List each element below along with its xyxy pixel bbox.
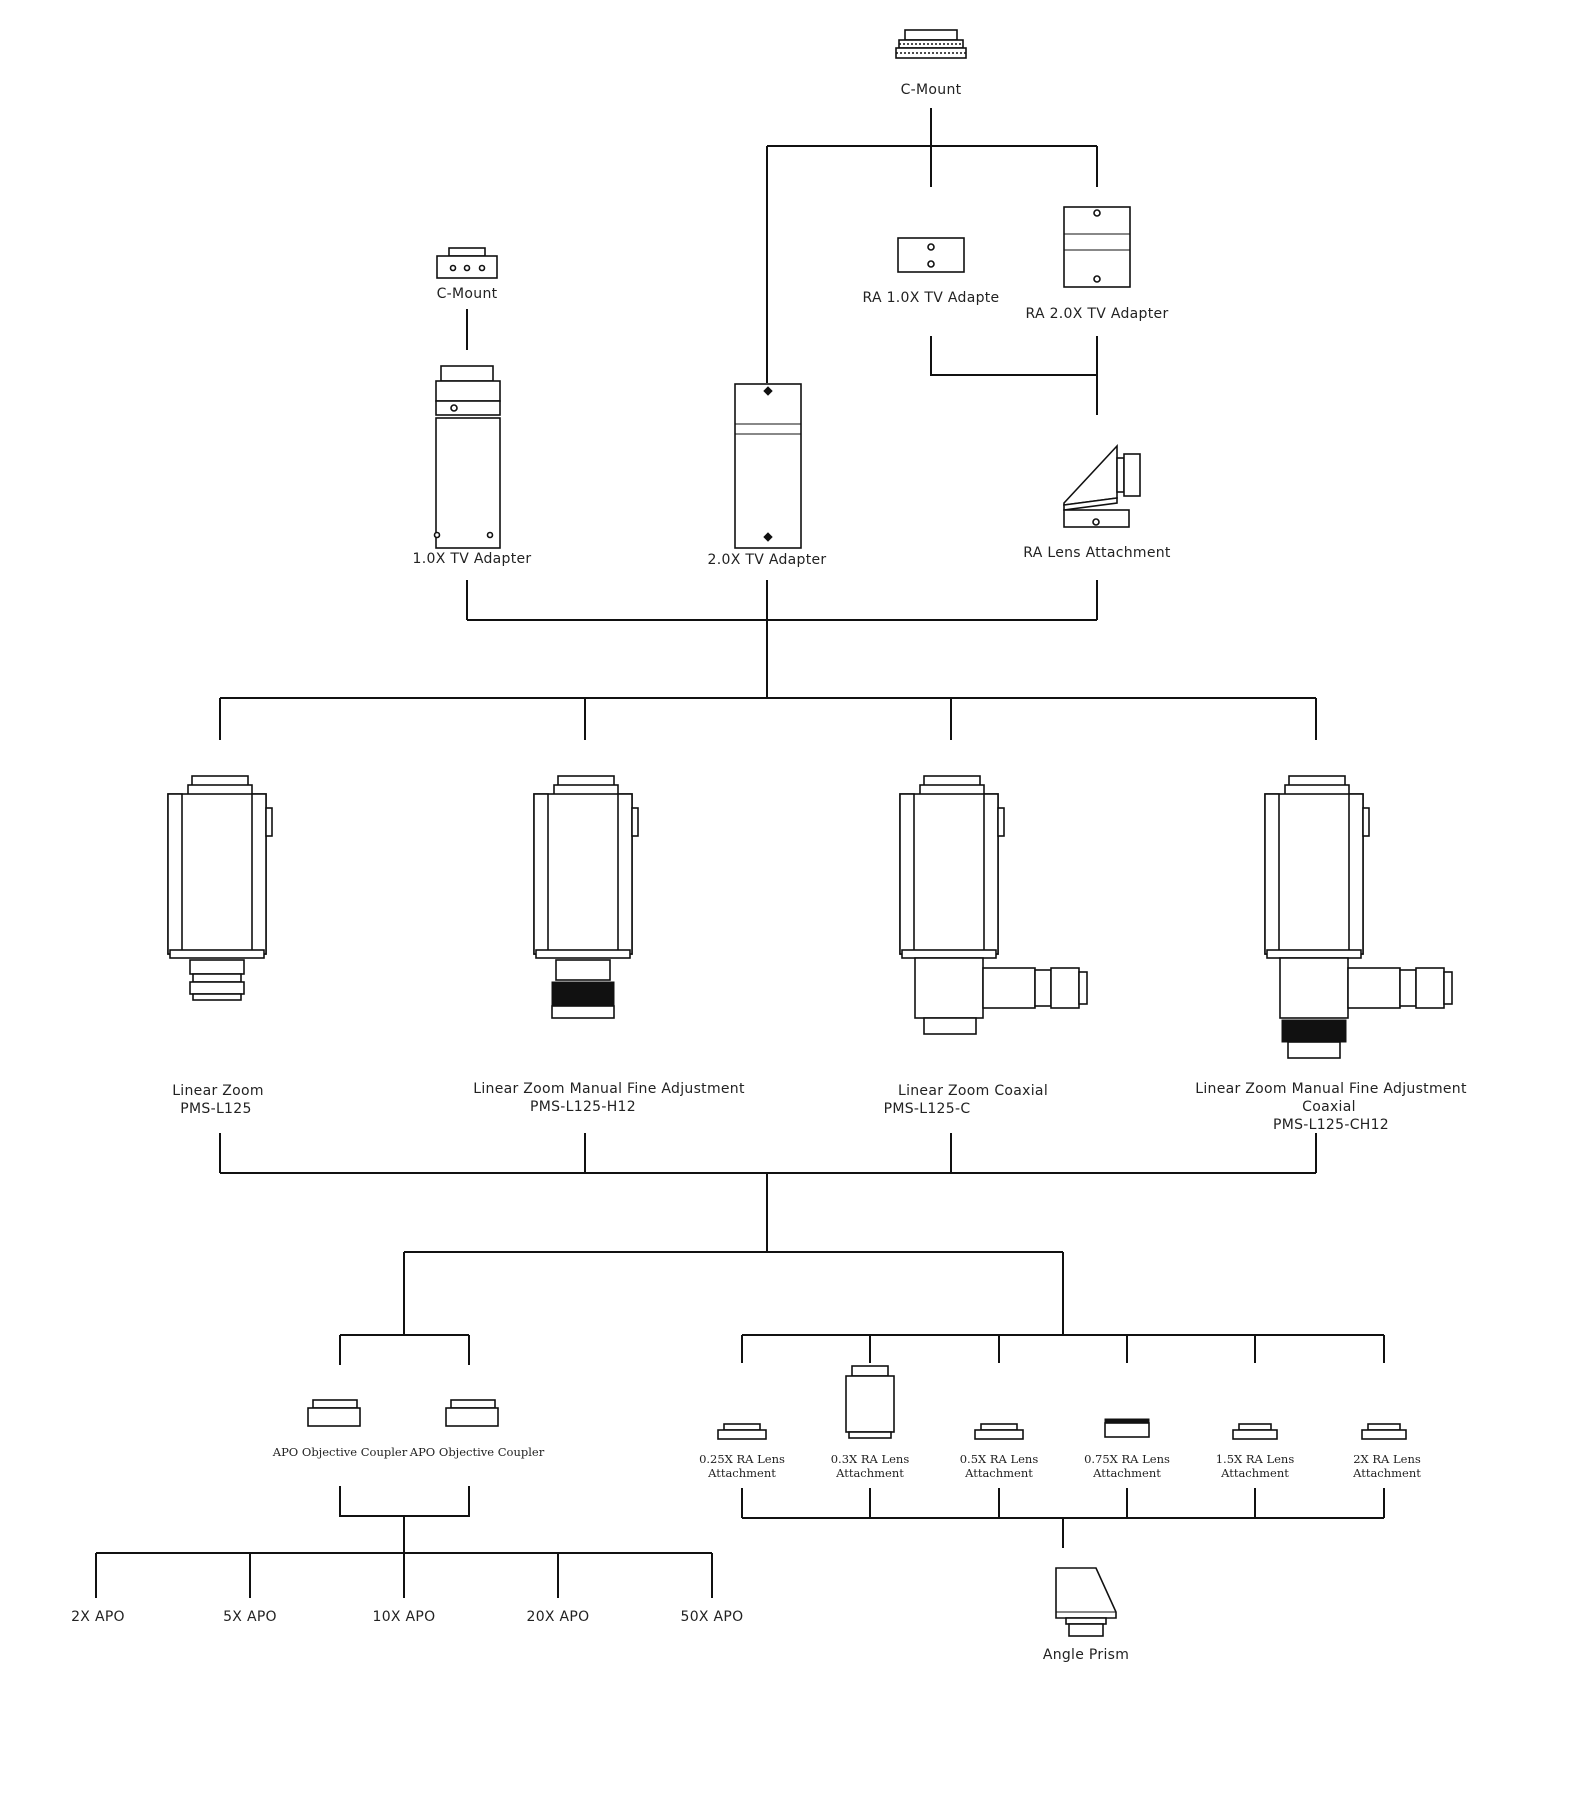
c-mount-left-label: C-Mount [437,286,498,302]
zoom-2-name: Linear Zoom Manual Fine Adjustment [473,1081,745,1097]
objective-5x-label: 5X APO [223,1609,277,1625]
linear-zoom-fine-adjustment-body-drawing [533,775,639,1019]
linear-zoom-coaxial-body-drawing [899,775,1088,1035]
connector-lines [95,108,1385,1598]
objective-2x-label: 2X APO [71,1609,125,1625]
ra-lens-15x-label-1: 1.5X RA Lens [1216,1452,1295,1466]
ra-1x-tv-adapter-label: RA 1.0X TV Adapte [863,290,1000,306]
tv-1x-adapter-label: 1.0X TV Adapter [413,551,532,567]
objective-50x-label: 50X APO [681,1609,744,1625]
apo-coupler-2-label: APO Objective Coupler [409,1445,545,1459]
c-mount-left-drawing [436,247,498,279]
ra-lens-2x-label-2: Attachment [1352,1466,1421,1480]
zoom-1-model: PMS-L125 [180,1101,251,1117]
ra-lens-attachment-label: RA Lens Attachment [1023,545,1171,561]
ra-lens-075x-label-2: Attachment [1092,1466,1161,1480]
apo-coupler-2-drawing [445,1399,499,1427]
ra-lens-03x-label-1: 0.3X RA Lens [831,1452,910,1466]
ra-lens-attachment-drawing [1063,443,1141,528]
ra-lens-075x-label-1: 0.75X RA Lens [1084,1452,1170,1466]
zoom-3-model: PMS-L125-C [884,1101,971,1117]
ra-1x-tv-adapter-drawing [897,237,965,273]
c-mount-top-drawing [895,29,967,59]
ra-2x-tv-adapter-drawing [1063,206,1131,288]
ra-lens-05x-label-1: 0.5X RA Lens [960,1452,1039,1466]
ra-lens-2x-drawing [1361,1423,1407,1440]
zoom-4-model: PMS-L125-CH12 [1273,1117,1389,1133]
angle-prism-drawing [1055,1567,1117,1637]
ra-lens-025x-label-2: Attachment [707,1466,776,1480]
ra-lens-025x-drawing [717,1423,767,1440]
ra-lens-15x-label-2: Attachment [1220,1466,1289,1480]
angle-prism-label: Angle Prism [1043,1647,1129,1663]
ra-lens-075x-drawing [1104,1418,1150,1438]
ra-lens-2x-label-1: 2X RA Lens [1353,1452,1421,1466]
tv-1x-adapter-drawing [433,365,501,549]
objective-20x-label: 20X APO [527,1609,590,1625]
zoom-2-model: PMS-L125-H12 [530,1099,636,1115]
ra-lens-05x-label-2: Attachment [964,1466,1033,1480]
ra-lens-05x-drawing [974,1423,1024,1440]
zoom-4-name: Linear Zoom Manual Fine Adjustment [1195,1081,1467,1097]
apo-coupler-1-label: APO Objective Coupler [272,1445,408,1459]
apo-coupler-1-drawing [307,1399,361,1427]
zoom-3-name: Linear Zoom Coaxial [898,1083,1048,1099]
linear-zoom-fine-adjustment-coaxial-body-drawing [1264,775,1453,1059]
ra-2x-tv-adapter-label: RA 2.0X TV Adapter [1025,306,1168,322]
ra-lens-03x-drawing [845,1365,895,1439]
objective-10x-label: 10X APO [373,1609,436,1625]
linear-zoom-body-drawing [167,775,273,1001]
tv-2x-adapter-label: 2.0X TV Adapter [708,552,827,568]
zoom-1-name: Linear Zoom [172,1083,264,1099]
ra-lens-03x-label-2: Attachment [835,1466,904,1480]
zoom-4-sub: Coaxial [1302,1099,1356,1115]
ra-lens-025x-label-1: 0.25X RA Lens [699,1452,785,1466]
c-mount-top-label: C-Mount [901,82,962,98]
ra-lens-15x-drawing [1232,1423,1278,1440]
tv-2x-adapter-drawing [734,383,802,549]
